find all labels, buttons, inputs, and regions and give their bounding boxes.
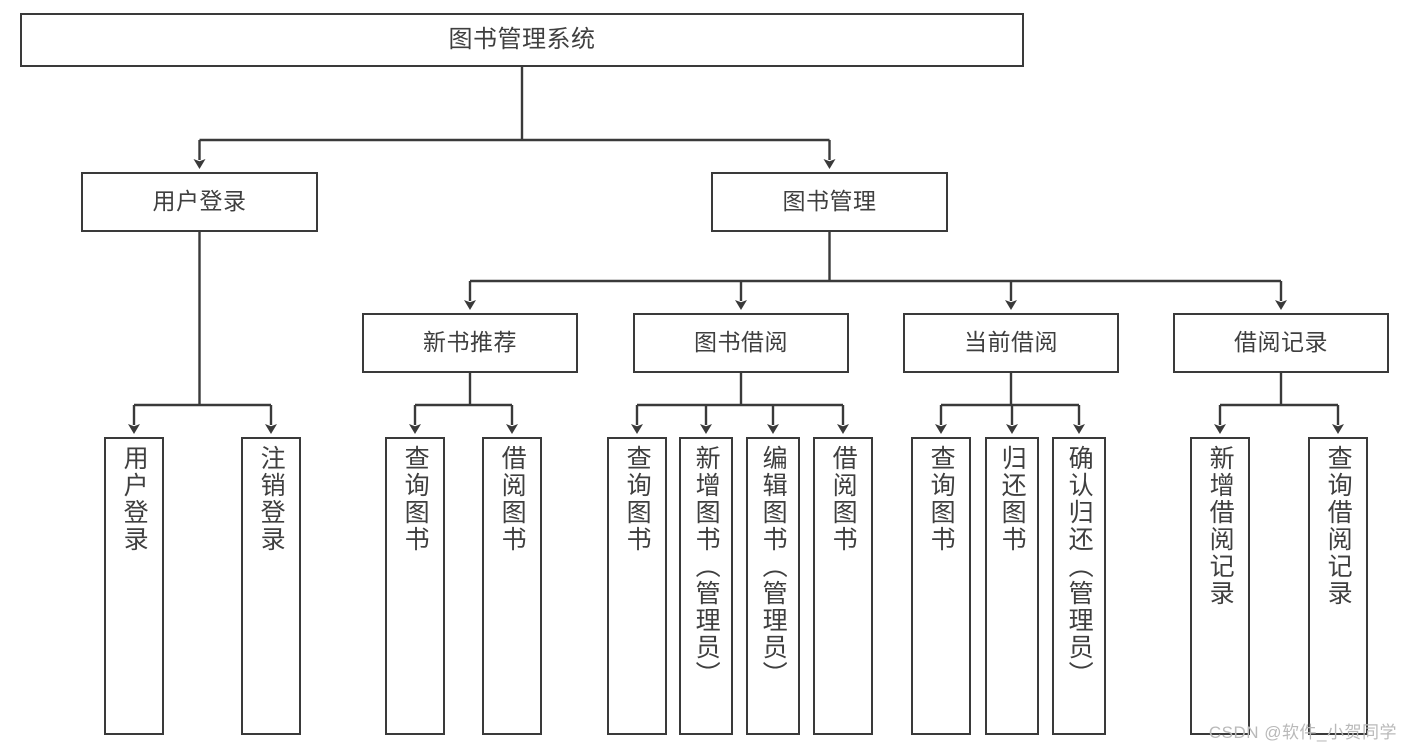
- node-book-manage[interactable]: 图书管理: [711, 172, 948, 232]
- node-leaf-borrow-book-1-label: 借阅图书: [498, 445, 527, 553]
- node-leaf-borrow-book-2-label: 借阅图书: [829, 445, 858, 553]
- node-leaf-add-record-label: 新增借阅记录: [1206, 445, 1235, 607]
- node-leaf-query-book-3-label: 查询图书: [927, 445, 956, 553]
- node-book-borrow[interactable]: 图书借阅: [633, 313, 849, 373]
- csdn-watermark: CSDN @软件_小贺同学: [1208, 723, 1397, 742]
- node-leaf-logout-label: 注销登录: [257, 445, 286, 553]
- node-leaf-user-login[interactable]: 用户登录: [104, 437, 164, 735]
- node-borrow-record[interactable]: 借阅记录: [1173, 313, 1389, 373]
- node-new-book-rec[interactable]: 新书推荐: [362, 313, 578, 373]
- node-new-book-rec-label: 新书推荐: [423, 329, 517, 356]
- node-root[interactable]: 图书管理系统: [20, 13, 1024, 67]
- node-leaf-logout[interactable]: 注销登录: [241, 437, 301, 735]
- node-leaf-borrow-book-2[interactable]: 借阅图书: [813, 437, 873, 735]
- node-book-manage-label: 图书管理: [782, 188, 877, 215]
- node-leaf-user-login-label: 用户登录: [120, 445, 149, 553]
- node-user-login-label: 用户登录: [152, 188, 247, 215]
- node-current-borrow-label: 当前借阅: [964, 329, 1058, 356]
- node-leaf-query-record[interactable]: 查询借阅记录: [1308, 437, 1368, 735]
- node-leaf-query-book-1[interactable]: 查询图书: [385, 437, 445, 735]
- node-leaf-return-book-label: 归还图书: [998, 445, 1027, 553]
- node-root-label: 图书管理系统: [448, 25, 596, 53]
- node-leaf-add-book[interactable]: 新增图书（管理员）: [679, 437, 733, 735]
- node-leaf-query-book-1-label: 查询图书: [401, 445, 430, 553]
- node-leaf-query-book-2[interactable]: 查询图书: [607, 437, 667, 735]
- node-leaf-query-book-3[interactable]: 查询图书: [911, 437, 971, 735]
- node-user-login[interactable]: 用户登录: [81, 172, 318, 232]
- node-leaf-confirm-return-label: 确认归还（管理员）: [1065, 445, 1094, 688]
- node-leaf-query-record-label: 查询借阅记录: [1324, 445, 1353, 607]
- node-leaf-return-book[interactable]: 归还图书: [985, 437, 1039, 735]
- node-leaf-edit-book-label: 编辑图书（管理员）: [759, 445, 788, 688]
- node-leaf-confirm-return[interactable]: 确认归还（管理员）: [1052, 437, 1106, 735]
- node-leaf-borrow-book-1[interactable]: 借阅图书: [482, 437, 542, 735]
- node-current-borrow[interactable]: 当前借阅: [903, 313, 1119, 373]
- node-leaf-add-record[interactable]: 新增借阅记录: [1190, 437, 1250, 735]
- node-leaf-query-book-2-label: 查询图书: [623, 445, 652, 553]
- node-leaf-add-book-label: 新增图书（管理员）: [692, 445, 721, 688]
- node-book-borrow-label: 图书借阅: [694, 329, 788, 356]
- node-leaf-edit-book[interactable]: 编辑图书（管理员）: [746, 437, 800, 735]
- node-borrow-record-label: 借阅记录: [1234, 329, 1328, 356]
